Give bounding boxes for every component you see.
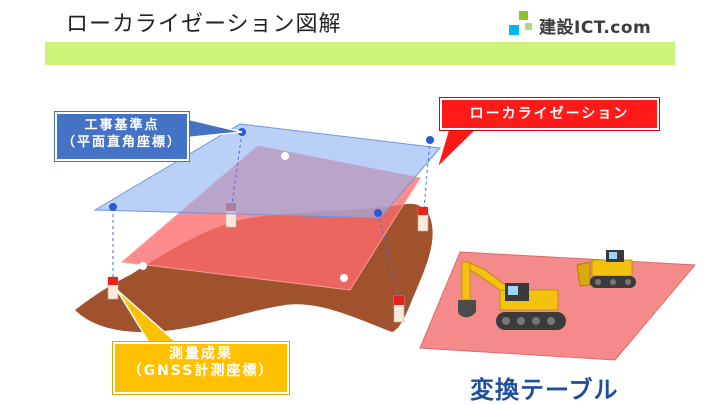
survey-stake-icon [393,295,405,323]
brand: 建設ICT.com [505,10,651,40]
survey-result-callout-line1: 測量成果 [169,346,233,362]
page-title: ローカライゼーション図解 [66,12,342,37]
bulldozer-icon [576,250,636,288]
header-accent-bar [45,42,675,65]
reference-plane [93,123,441,219]
brand-logo-icon [505,11,535,39]
reference-point-callout: 工事基準点 （平面直角座標） [55,112,189,161]
brand-name: 建設ICT.com [539,17,652,38]
excavator-icon [458,261,566,330]
reference-point-callout-line2: （平面直角座標） [61,135,182,150]
survey-result-callout: 測量成果 （GNSS計測座標） [113,342,289,394]
survey-result-callout-line2: （GNSS計測座標） [127,363,275,379]
reference-point-callout-line1: 工事基準点 [84,118,160,133]
conversion-table-label: 変換テーブル [470,376,619,404]
survey-stake-icon [417,206,429,232]
drop-lines [112,132,431,298]
red-callout-pointer [435,123,480,171]
localization-callout: ローカライゼーション [440,98,659,130]
survey-stake-icon [107,276,119,300]
